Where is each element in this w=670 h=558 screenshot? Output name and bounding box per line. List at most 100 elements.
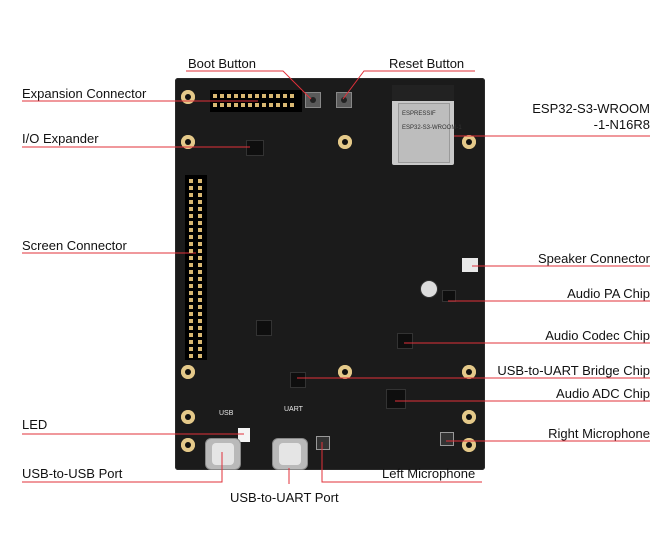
usb-c-receptacle <box>212 443 234 465</box>
header-pin <box>189 221 193 225</box>
mounting-hole <box>462 135 476 149</box>
leader-line <box>321 442 482 483</box>
header-pin <box>248 103 252 107</box>
reset-button <box>336 92 352 108</box>
leader-line <box>342 70 475 100</box>
header-pin <box>189 270 193 274</box>
header-pin <box>189 249 193 253</box>
header-pin <box>189 214 193 218</box>
label-led: LED <box>22 417 48 432</box>
header-pin <box>189 291 193 295</box>
header-pin <box>198 319 202 323</box>
header-pin <box>198 347 202 351</box>
mounting-hole <box>181 410 195 424</box>
esp32-module: ESPRESSIF ESP32-S3-WROOM-1 <box>392 85 462 165</box>
header-pin <box>189 298 193 302</box>
header-pin <box>290 103 294 107</box>
usb-uart-bridge-chip <box>290 372 306 388</box>
silk-uart: UART <box>284 406 303 413</box>
header-pin <box>241 103 245 107</box>
header-pin <box>213 94 217 98</box>
label-left-microphone: Left Microphone <box>382 466 476 481</box>
header-pin <box>198 298 202 302</box>
header-pin <box>198 263 202 267</box>
header-pin <box>255 103 259 107</box>
header-pin <box>189 354 193 358</box>
header-pin <box>198 312 202 316</box>
module-brand-text: ESPRESSIF <box>402 111 436 117</box>
header-pin <box>198 284 202 288</box>
header-pin <box>283 103 287 107</box>
header-pin <box>198 207 202 211</box>
header-pin <box>255 94 259 98</box>
label-usb-uart-bridge-chip: USB-to-UART Bridge Chip <box>497 363 650 378</box>
usb-c-receptacle <box>279 443 301 465</box>
label-reset-button: Reset Button <box>389 56 465 71</box>
label-module: ESP32-S3-WROOM -1-N16R8 <box>532 101 650 132</box>
header-pin <box>189 207 193 211</box>
header-pin <box>262 103 266 107</box>
mounting-hole <box>462 365 476 379</box>
label-speaker-connector: Speaker Connector <box>537 251 650 266</box>
left-microphone <box>316 436 330 450</box>
silk-usb: USB <box>219 410 234 417</box>
header-pin <box>198 277 202 281</box>
header-pin <box>276 103 280 107</box>
header-pin <box>189 305 193 309</box>
header-pin <box>189 312 193 316</box>
mounting-hole <box>338 365 352 379</box>
header-pin <box>198 333 202 337</box>
header-pin <box>198 179 202 183</box>
boot-button <box>305 92 321 108</box>
speaker-capacitor <box>420 280 438 298</box>
led <box>238 428 250 442</box>
leader-line <box>186 70 312 100</box>
header-pin <box>189 263 193 267</box>
header-pin <box>213 103 217 107</box>
header-pin <box>269 94 273 98</box>
header-pin <box>269 103 273 107</box>
label-usb-usb-port: USB-to-USB Port <box>22 466 123 481</box>
label-audio-pa-chip: Audio PA Chip <box>567 286 650 301</box>
header-pin <box>198 326 202 330</box>
misc-chip <box>256 320 272 336</box>
speaker-connector <box>462 258 478 272</box>
header-pin <box>220 103 224 107</box>
header-pin <box>189 347 193 351</box>
label-boot-button: Boot Button <box>188 56 256 71</box>
header-pin <box>276 94 280 98</box>
header-pin <box>220 94 224 98</box>
header-pin <box>198 256 202 260</box>
header-pin <box>189 319 193 323</box>
label-expansion-connector: Expansion Connector <box>22 86 147 101</box>
label-right-microphone: Right Microphone <box>548 426 650 441</box>
header-pin <box>198 340 202 344</box>
header-pin <box>189 277 193 281</box>
io-expander-chip <box>246 140 264 156</box>
header-pin <box>189 179 193 183</box>
header-pin <box>189 242 193 246</box>
header-pin <box>198 291 202 295</box>
header-pin <box>198 305 202 309</box>
header-pin <box>189 200 193 204</box>
audio-codec-chip <box>397 333 413 349</box>
mounting-hole <box>181 365 195 379</box>
header-pin <box>234 103 238 107</box>
header-pin <box>198 242 202 246</box>
header-pin <box>189 228 193 232</box>
header-pin <box>198 235 202 239</box>
mounting-hole <box>338 135 352 149</box>
leader-line <box>22 452 223 483</box>
label-io-expander: I/O Expander <box>22 131 99 146</box>
header-pin <box>248 94 252 98</box>
header-pin <box>227 103 231 107</box>
header-pin <box>189 256 193 260</box>
header-pin <box>198 270 202 274</box>
mounting-hole <box>181 438 195 452</box>
label-screen-connector: Screen Connector <box>22 238 127 253</box>
header-pin <box>198 249 202 253</box>
header-pin <box>198 200 202 204</box>
header-pin <box>189 235 193 239</box>
